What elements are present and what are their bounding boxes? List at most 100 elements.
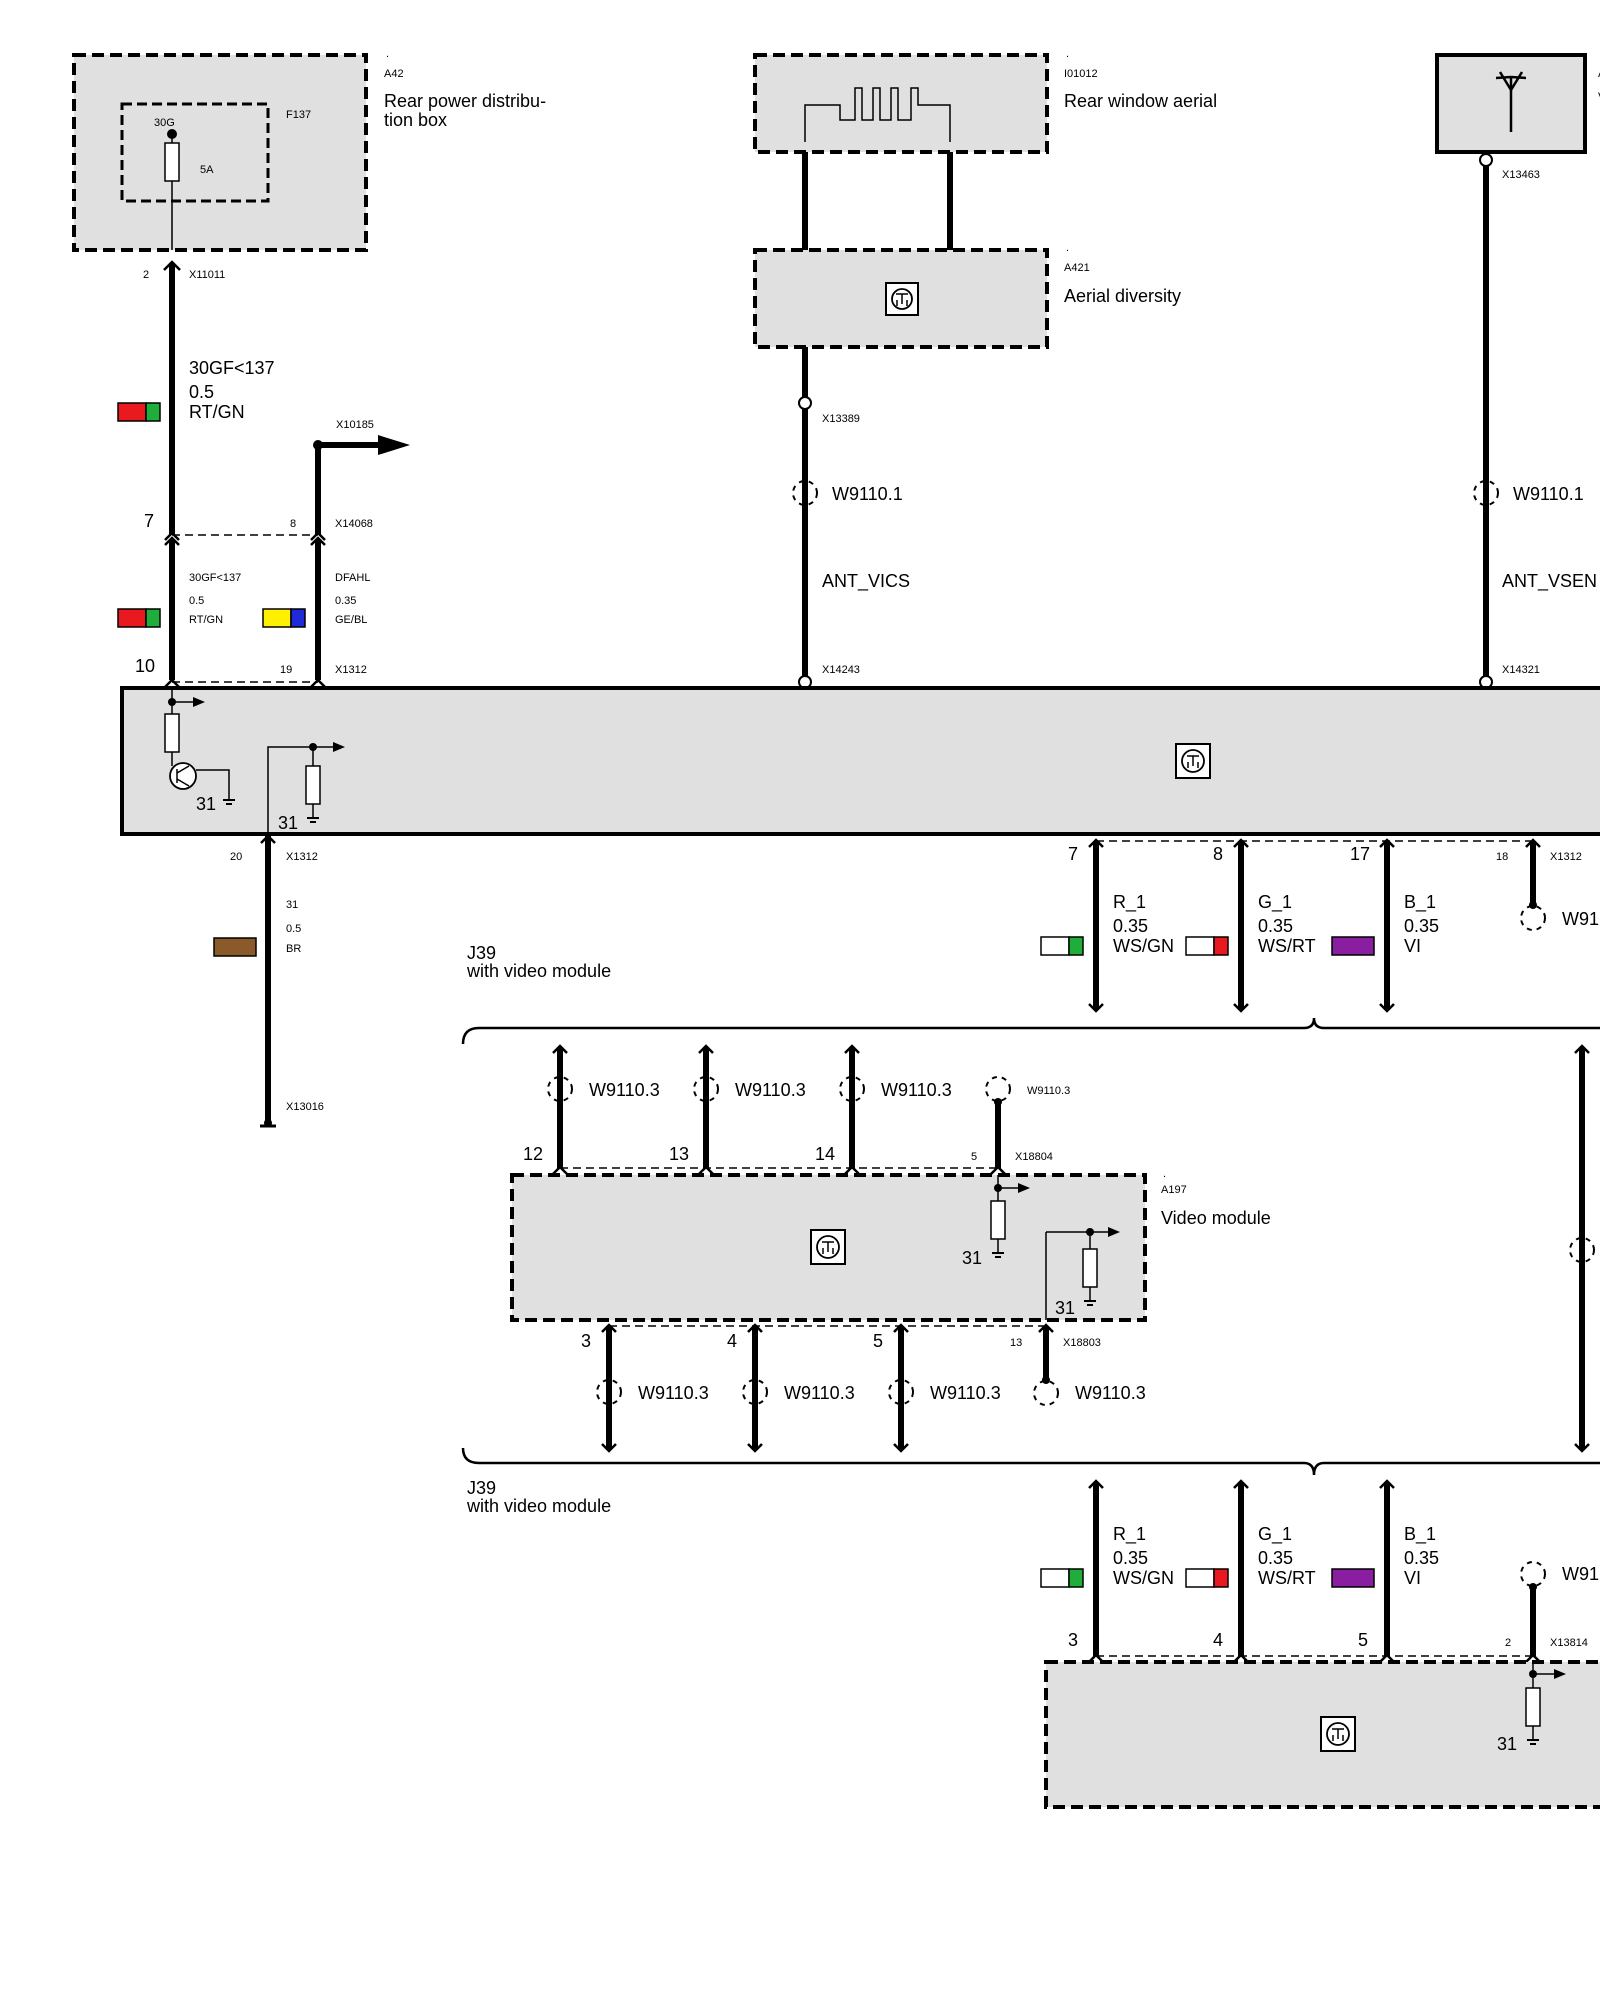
electronic-module-icon — [810, 1229, 846, 1265]
pin-x1312-19: 19 — [280, 664, 292, 676]
lower-display-module[interactable]: 31 — [1044, 1660, 1600, 1809]
wire-color: VI — [1404, 1568, 1421, 1588]
a421-aerial-diversity[interactable]: . A421 Aerial diversity — [753, 242, 1181, 349]
wire-signal-ant-vsen: ANT_VSEN — [1502, 571, 1597, 592]
shield-icon — [985, 1076, 1011, 1102]
connector-x13814: X13814 — [1550, 1637, 1588, 1649]
main-control-unit[interactable]: 31 31 — [120, 686, 1600, 836]
a197-dot: . — [1163, 1168, 1166, 1180]
wire-color: BR — [286, 943, 301, 955]
electronic-module-icon — [1175, 743, 1211, 779]
cable-label: W9110.3 — [1027, 1085, 1070, 1097]
wire-b1-bottom[interactable]: B_1 0.35 VI 5 — [1331, 1479, 1439, 1663]
pin-vm-5b: 5 — [873, 1331, 883, 1351]
pin-x1312-10: 10 — [135, 656, 155, 676]
a42-name-line2: tion box — [384, 110, 447, 130]
option-text: with video module — [466, 1496, 611, 1516]
antenna-id-fragment: A — [1598, 68, 1600, 80]
a42-name-line1: Rear power distribu- — [384, 91, 546, 111]
wire-vm-5[interactable]: W9110.3 5 X18804 — [971, 1076, 1070, 1175]
right-antenna[interactable]: A V — [1435, 53, 1600, 154]
color-swatch-vi — [1331, 1568, 1375, 1588]
connector-x14068[interactable]: 7 8 X14068 — [144, 511, 373, 541]
connector-x13389: X13389 — [822, 413, 860, 425]
wire-r1-top[interactable]: R_1 0.35 WS/GN — [1040, 838, 1174, 1013]
connector-x1312-top[interactable]: 10 19 X1312 — [135, 656, 367, 688]
cable-w91-fragment: W91 — [1562, 1564, 1599, 1584]
connector-x14243: X14243 — [822, 664, 860, 676]
wire-vm-4[interactable]: W9110.3 4 — [727, 1323, 855, 1453]
wire-vm-13b[interactable]: W9110.3 13 X18803 — [1010, 1323, 1146, 1406]
pin-x14068-7: 7 — [144, 511, 154, 531]
wire-color: GE/BL — [335, 614, 367, 626]
continuation-arrow-icon — [378, 435, 410, 455]
fuse-id: F137 — [286, 109, 311, 121]
wire-vm-14[interactable]: W9110.3 14 — [815, 1044, 952, 1175]
color-swatch-ws-rt — [1185, 1568, 1229, 1588]
wire-size: 0.35 — [1404, 1548, 1439, 1568]
wire-size: 0.5 — [189, 595, 204, 607]
shield-icon — [1520, 905, 1546, 931]
color-swatch-br — [213, 937, 257, 957]
wire-dfahl[interactable]: DFAHL 0.35 GE/BL — [262, 536, 370, 680]
wire-r1-bottom[interactable]: R_1 0.35 WS/GN 3 — [1040, 1479, 1174, 1663]
pin-x1312-8: 8 — [1213, 844, 1223, 864]
wire-signal: B_1 — [1404, 1524, 1436, 1545]
wire-color: WS/RT — [1258, 1568, 1316, 1588]
option-bracket-top: J39 with video module — [461, 943, 1600, 1045]
connector-x1312-bottom[interactable]: 7 8 17 18 X1312 — [1068, 840, 1582, 864]
wire-b1-top[interactable]: B_1 0.35 VI — [1331, 838, 1439, 1013]
wire-signal: DFAHL — [335, 572, 370, 584]
wire-size: 0.35 — [1404, 916, 1439, 936]
wire-vm-5b[interactable]: W9110.3 5 — [873, 1323, 1001, 1453]
connector-x1312-label: X1312 — [335, 664, 367, 676]
a42-dot: . — [386, 48, 389, 60]
connector-x13016: X13016 — [286, 1101, 324, 1113]
option-code: J39 — [467, 1478, 496, 1498]
ground-label: 31 — [1497, 1734, 1517, 1754]
a42-rear-power-distribution-box[interactable]: . A42 Rear power distribu- tion box 30G … — [72, 48, 546, 252]
video-module-outputs[interactable]: W9110.3 3 W9110.3 4 W9110.3 5 W9110.3 13 — [581, 1323, 1146, 1453]
wire-vm-3[interactable]: W9110.3 3 — [581, 1323, 709, 1453]
internal-circuit-vm-top: 31 — [962, 1175, 1030, 1268]
wire-dfahl-branch[interactable]: X10185 — [313, 419, 410, 535]
pin-vm-13: 13 — [669, 1144, 689, 1164]
connector-x11011: X11011 — [189, 269, 225, 281]
connector-x10185: X10185 — [336, 419, 374, 431]
fuse-f137[interactable]: 30G 5A F137 — [154, 109, 311, 250]
wire-shield-18[interactable]: W91 — [1520, 838, 1599, 931]
pin-x14068-8: 8 — [290, 518, 296, 530]
wire-color: RT/GN — [189, 614, 223, 626]
wire-30gf-top[interactable]: 2 X11011 30GF<137 0.5 RT/GN — [117, 260, 275, 535]
i01012-rear-window-aerial[interactable]: . I01012 Rear window aerial — [753, 48, 1217, 154]
wire-signal: R_1 — [1113, 1524, 1146, 1545]
fuse-terminal-label: 30G — [154, 117, 175, 129]
wire-ground-31[interactable]: 20 X1312 31 0.5 BR X13016 — [213, 834, 324, 1128]
wire-signal: G_1 — [1258, 1524, 1292, 1545]
shield-icon — [1520, 1561, 1546, 1587]
pin-vm-14: 14 — [815, 1144, 835, 1164]
wire-ant-vics[interactable]: X13389 W9110.1 ANT_VICS X14243 — [792, 347, 910, 689]
wire-signal: B_1 — [1404, 892, 1436, 913]
cable-w9110-1-b: W9110.1 — [1513, 484, 1584, 504]
wire-g1-bottom[interactable]: G_1 0.35 WS/RT 4 — [1185, 1479, 1316, 1663]
video-module-inputs[interactable]: W9110.3 12 W9110.3 13 W9110.3 14 W9110.3… — [523, 1044, 1070, 1175]
wire-vm-12[interactable]: W9110.3 12 — [523, 1044, 660, 1175]
a421-id: A421 — [1064, 262, 1090, 274]
wire-signal-ant-vics: ANT_VICS — [822, 571, 910, 592]
a421-name: Aerial diversity — [1064, 286, 1181, 306]
a197-video-module[interactable]: 31 31 . A197 Video module — [510, 1168, 1271, 1322]
connector-x13463: X13463 — [1502, 169, 1540, 181]
pin-lower-2: 2 — [1505, 1637, 1511, 1649]
wire-vm-13[interactable]: W9110.3 13 — [669, 1044, 806, 1175]
wire-signal: G_1 — [1258, 892, 1292, 913]
shield-icon — [792, 480, 818, 506]
i01012-id: I01012 — [1064, 68, 1098, 80]
wire-30gf-mid[interactable]: 30GF<137 0.5 RT/GN — [117, 536, 241, 680]
internal-circuit-lower: 31 — [1497, 1662, 1566, 1754]
wire-ant-vsen[interactable]: X13463 W9110.1 ANT_VSEN X14321 — [1473, 152, 1597, 689]
ground-label: 31 — [196, 794, 216, 814]
wire-g1-top[interactable]: G_1 0.35 WS/RT — [1185, 838, 1316, 1013]
pin-x1312-20: 20 — [230, 851, 242, 863]
wire-shield-lower-2[interactable]: W91 2 X13814 — [1505, 1561, 1599, 1663]
